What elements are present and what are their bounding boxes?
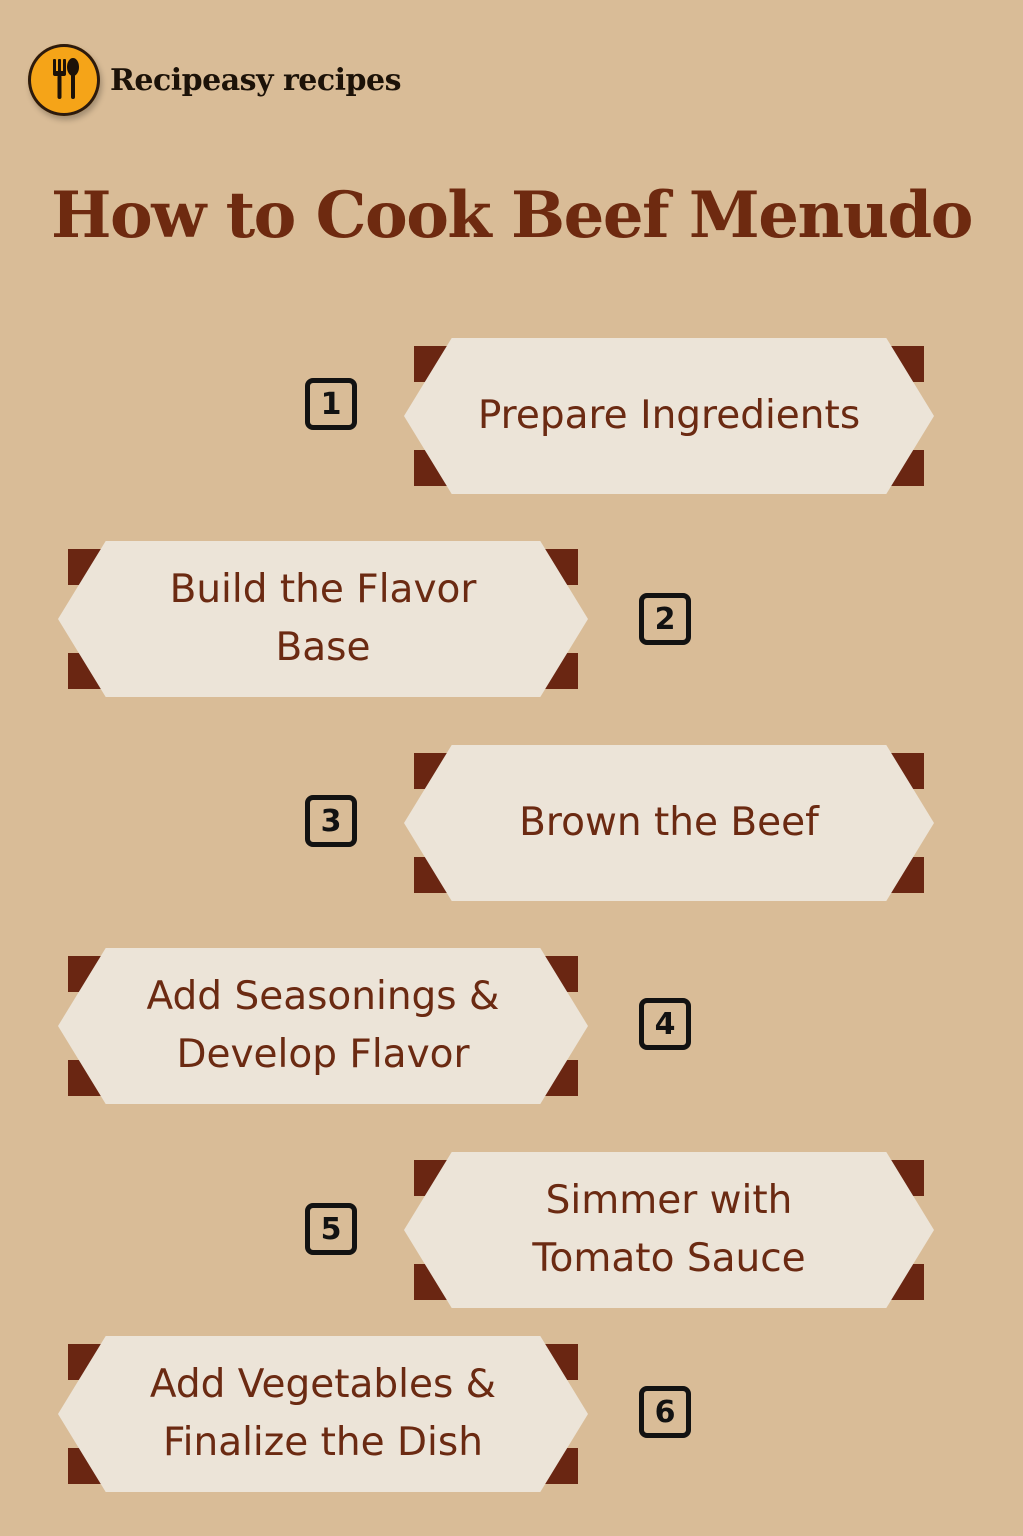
step-label-5: Simmer with Tomato Sauce xyxy=(532,1178,806,1281)
step-card-5: Simmer with Tomato Sauce xyxy=(404,1152,934,1308)
step-number-2: 2 xyxy=(639,593,691,645)
fork-spoon-icon xyxy=(28,44,100,116)
step-number-6: 6 xyxy=(639,1386,691,1438)
step-label-6: Add Vegetables & Finalize the Dish xyxy=(149,1362,497,1465)
step-card-3: Brown the Beef xyxy=(404,745,934,901)
step-number-5: 5 xyxy=(305,1203,357,1255)
step-card-6: Add Vegetables & Finalize the Dish xyxy=(58,1336,588,1492)
step-label-2: Build the Flavor Base xyxy=(169,567,477,670)
step-number-3: 3 xyxy=(305,795,357,847)
page-title: How to Cook Beef Menudo xyxy=(51,178,973,253)
step-number-1: 1 xyxy=(305,378,357,430)
step-label-3: Brown the Beef xyxy=(519,800,819,845)
step-number-4: 4 xyxy=(639,998,691,1050)
brand-name: Recipeasy recipes xyxy=(110,62,401,98)
step-card-1: Prepare Ingredients xyxy=(404,338,934,494)
step-card-2: Build the Flavor Base xyxy=(58,541,588,697)
step-label-4: Add Seasonings & Develop Flavor xyxy=(146,974,500,1077)
step-label-1: Prepare Ingredients xyxy=(477,393,861,438)
step-card-4: Add Seasonings & Develop Flavor xyxy=(58,948,588,1104)
brand-header: Recipeasy recipes xyxy=(28,42,401,118)
